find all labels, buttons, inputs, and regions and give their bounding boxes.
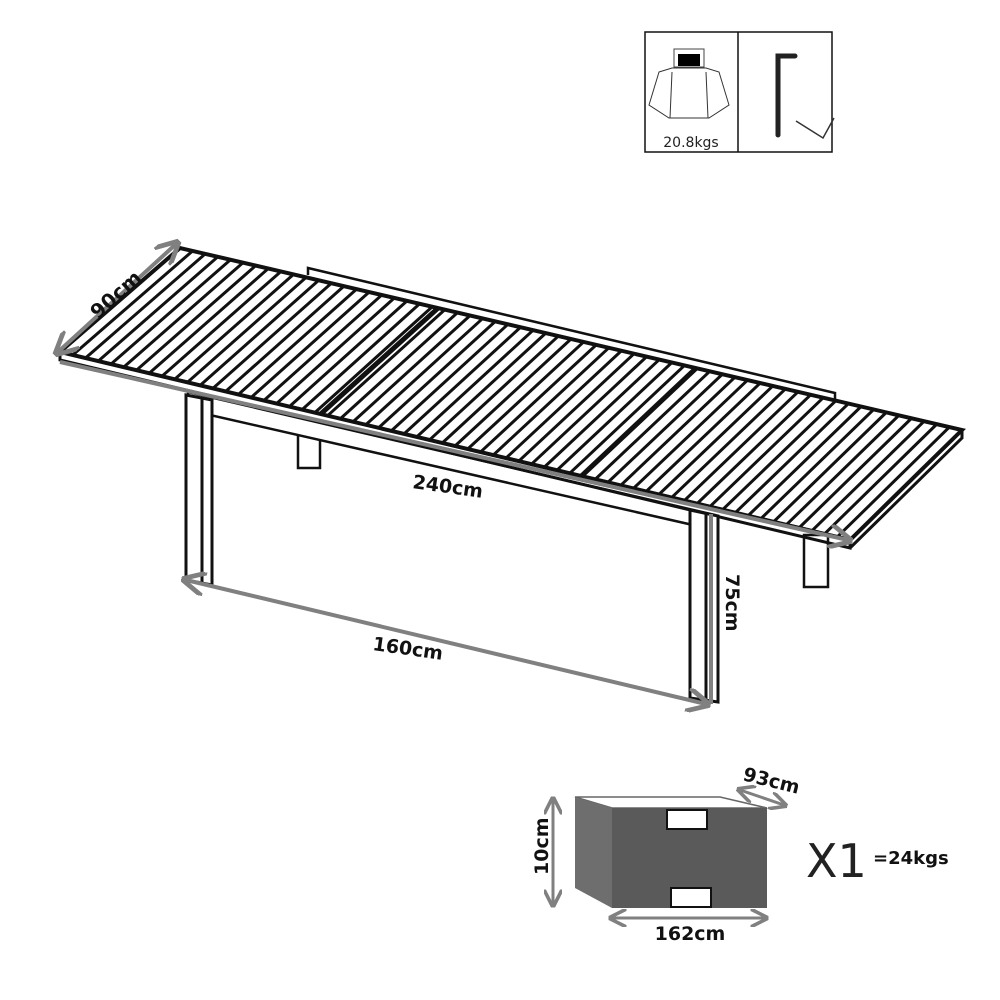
height-label: 75cm — [721, 574, 743, 632]
table-drawing — [55, 245, 966, 704]
package-height-label: 10cm — [531, 817, 553, 875]
package-box — [574, 796, 768, 908]
package-arrows — [553, 790, 784, 918]
dimension-arrows — [58, 244, 848, 704]
package-weight: =24kgs — [873, 848, 949, 869]
allen-key-icon — [775, 53, 835, 140]
accessory-panel: 20.8kgs — [644, 31, 835, 153]
package-quantity: X1 — [806, 834, 867, 888]
tabletop-slats — [71, 249, 951, 539]
package-length-label: 162cm — [655, 923, 726, 945]
packaging-weight: 20.8kgs — [663, 135, 718, 151]
carton-box-icon — [648, 48, 730, 119]
